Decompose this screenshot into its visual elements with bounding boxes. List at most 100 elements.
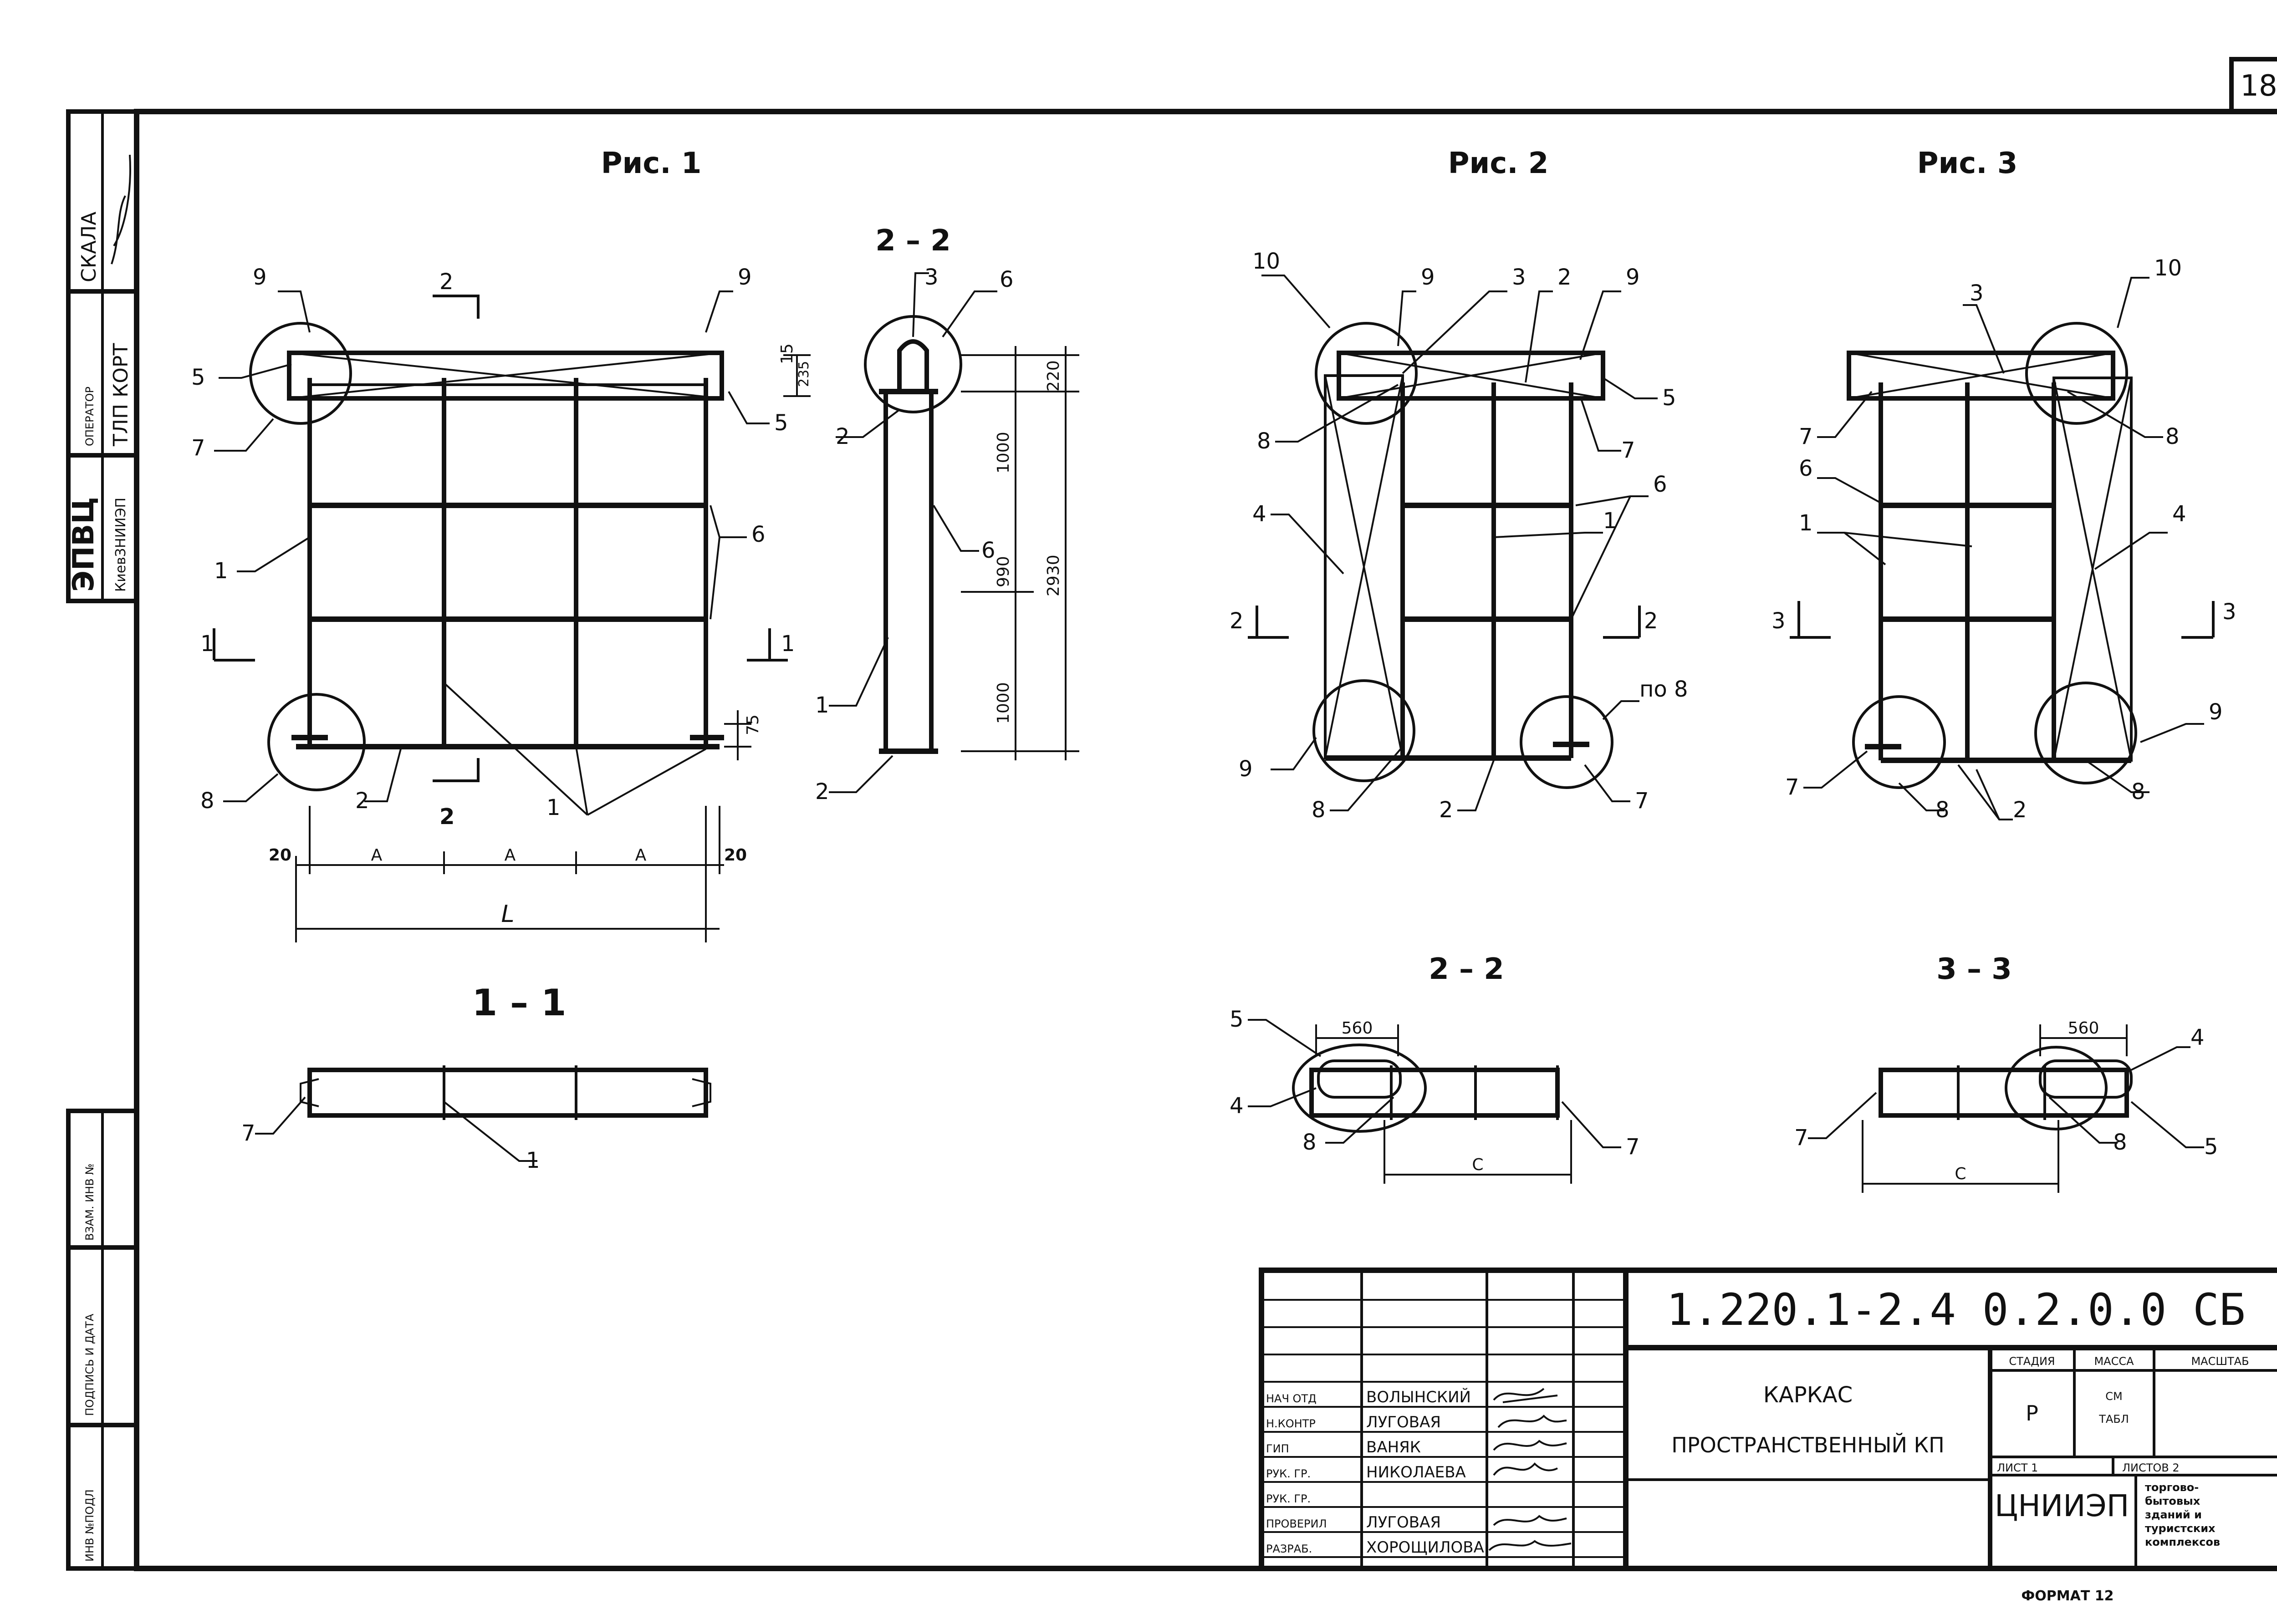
- figure-3: Рис. 3 3: [1772, 147, 2236, 823]
- fig2-mark-9b: 9: [1626, 265, 1640, 290]
- fig1-mark-1: 1: [214, 558, 228, 584]
- sheets-label: ЛИСТОВ 2: [2122, 1461, 2180, 1474]
- staff-role-6: РАЗРАБ.: [1266, 1543, 1312, 1555]
- drawing-name-line1: КАРКАС: [1763, 1382, 1853, 1408]
- fig3-dim-560: 560: [2068, 1019, 2099, 1038]
- fig3-sec-mark-4: 4: [2190, 1025, 2205, 1050]
- vzam-inv-label: ВЗАМ. ИНВ №: [83, 1164, 96, 1241]
- fig2-mark-4: 4: [1252, 501, 1266, 527]
- fig3-mark-7: 7: [1799, 424, 1813, 449]
- staff-name-5: ЛУГОВАЯ: [1366, 1513, 1441, 1532]
- sec22-mark-6a: 6: [1000, 267, 1014, 292]
- fig2-sec-mark-7: 7: [1626, 1134, 1640, 1160]
- fig1-title: Рис. 1: [601, 147, 702, 180]
- sec22-dim-1000a: 1000: [994, 432, 1013, 473]
- fig1-mark-9b: 9: [738, 265, 752, 290]
- fig2-sec-mark-5: 5: [1230, 1007, 1244, 1032]
- staff-rows: НАЧ ОТД ВОЛЫНСКИЙ Н.КОНТР ЛУГОВАЯ ГИП ВА…: [1266, 1388, 1484, 1557]
- operator-value: ТЛП КОРТ: [109, 343, 133, 447]
- fig3-mark-9: 9: [2209, 699, 2223, 725]
- org-big-label: ЭПВЦ: [67, 497, 101, 592]
- sec22-mark-2b: 2: [815, 779, 829, 804]
- fig2-section-markers: [1248, 606, 1641, 639]
- fig2-mark-3: 3: [1512, 265, 1526, 290]
- section-2-2-dimensions: [783, 346, 1079, 760]
- fig2-mark-7b: 7: [1635, 788, 1649, 814]
- sec22-dim-2930: 2930: [1044, 555, 1063, 596]
- fig2-mark-po8: по 8: [1639, 677, 1688, 702]
- fig3-section-title: 3 – 3: [1936, 952, 2012, 986]
- fig2-mark-8b: 8: [1312, 797, 1326, 823]
- fig3-dim-c: C: [1955, 1165, 1966, 1183]
- org-desc-3: зданий и: [2145, 1508, 2202, 1521]
- fig1-dim-20a: 20: [269, 846, 291, 865]
- figure-1: Рис. 1: [191, 147, 795, 942]
- fig1-section-markers: [213, 295, 788, 782]
- podpis-data-label: ПОДПИСЬ И ДАТА: [83, 1313, 96, 1416]
- fig3-mark-8c: 8: [2131, 779, 2145, 804]
- fig1-section-2-top: 2: [439, 269, 454, 295]
- title-block: НАЧ ОТД ВОЛЫНСКИЙ Н.КОНТР ЛУГОВАЯ ГИП ВА…: [1259, 1268, 2277, 1571]
- fig2-mark-2b: 2: [1439, 797, 1453, 823]
- staff-name-2: ВАНЯК: [1366, 1438, 1421, 1456]
- format-label: ФОРМАТ 12: [2022, 1588, 2114, 1604]
- sec22-mark-6b: 6: [981, 538, 996, 563]
- fig3-title: Рис. 3: [1917, 147, 2018, 180]
- fig1-mark-5b: 5: [774, 410, 788, 436]
- fig1-dim-a2: A: [505, 846, 516, 865]
- fig2-sec-mark-4: 4: [1230, 1093, 1244, 1119]
- sec11-mark-1: 1: [526, 1148, 540, 1173]
- inv-podl-label: ИНВ №ПОДЛ: [83, 1489, 96, 1562]
- fig2-section-2-left: 2: [1230, 608, 1244, 634]
- sec22-dim-990: 990: [994, 556, 1013, 587]
- section-2-2-leaders: [829, 272, 997, 793]
- staff-role-3: РУК. ГР.: [1266, 1467, 1311, 1480]
- fig1-section-1-left: 1: [200, 631, 214, 657]
- fig2-section-dims: [1248, 1019, 1621, 1184]
- fig3-mark-8b: 8: [1935, 797, 1950, 823]
- fig3-sec-mark-8: 8: [2113, 1130, 2127, 1155]
- fig1-dimensions: [295, 710, 751, 942]
- fig2-sec-mark-8: 8: [1302, 1130, 1317, 1155]
- fig2-mark-8: 8: [1257, 428, 1271, 454]
- staff-role-0: НАЧ ОТД: [1266, 1392, 1317, 1405]
- fig2-section-2-right: 2: [1644, 608, 1658, 634]
- fig1-mark-8: 8: [200, 788, 214, 814]
- sec22-dim-220: 220: [1044, 360, 1063, 392]
- org-small-label: КиевЗНИИЭП: [113, 498, 129, 592]
- fig1-dim-75: 75: [744, 714, 762, 735]
- mass-label: МАССА: [2094, 1355, 2134, 1368]
- left-stamp-strip: ЭПВЦ КиевЗНИИЭП ОПЕРАТОР ТЛП КОРТ СКАЛА …: [66, 109, 139, 1571]
- sec11-mark-7: 7: [241, 1120, 255, 1146]
- drawing-name-line2: ПРОСТРАНСТВЕННЫЙ КП: [1671, 1433, 1944, 1457]
- fig1-frame: [249, 322, 724, 791]
- fig1-dim-l: L: [501, 901, 515, 928]
- staff-name-1: ЛУГОВАЯ: [1366, 1413, 1441, 1431]
- fig2-title: Рис. 2: [1448, 147, 1549, 180]
- org-desc-2: бытовых: [2145, 1495, 2200, 1507]
- scale-label: МАСШТАБ: [2191, 1355, 2249, 1368]
- fig1-mark-1b: 1: [546, 795, 561, 820]
- staff-name-0: ВОЛЫНСКИЙ: [1366, 1388, 1471, 1406]
- scale-label: СКАЛА: [77, 212, 101, 282]
- fig1-mark-7: 7: [191, 435, 205, 461]
- mass-value-1: СМ: [2105, 1390, 2122, 1403]
- fig2-mark-2: 2: [1557, 265, 1572, 290]
- fig3-section-dims: [1808, 1024, 2204, 1193]
- fig2-section-title: 2 – 2: [1429, 952, 1504, 986]
- sheet-label: ЛИСТ 1: [1997, 1461, 2038, 1474]
- fig1-mark-5a: 5: [191, 365, 205, 390]
- fig1-mark-6: 6: [751, 522, 766, 547]
- fig2-leaders: [1261, 275, 1658, 811]
- sec22-mark-3: 3: [924, 265, 939, 290]
- fig2-mark-7: 7: [1621, 438, 1635, 463]
- operator-label: ОПЕРАТОР: [83, 387, 96, 446]
- sec22-mark-2: 2: [836, 424, 850, 449]
- org-desc-1: торгово-: [2145, 1481, 2199, 1494]
- fig3-section-3-3: 3 – 3 560 C 7 4 8 5: [1794, 952, 2218, 1193]
- fig3-leaders: [1803, 277, 2204, 820]
- page-number: 18: [2240, 69, 2277, 103]
- staff-role-2: ГИП: [1266, 1442, 1289, 1455]
- sheet-frame: 18 ФОРМАТ 12: [134, 57, 2277, 1604]
